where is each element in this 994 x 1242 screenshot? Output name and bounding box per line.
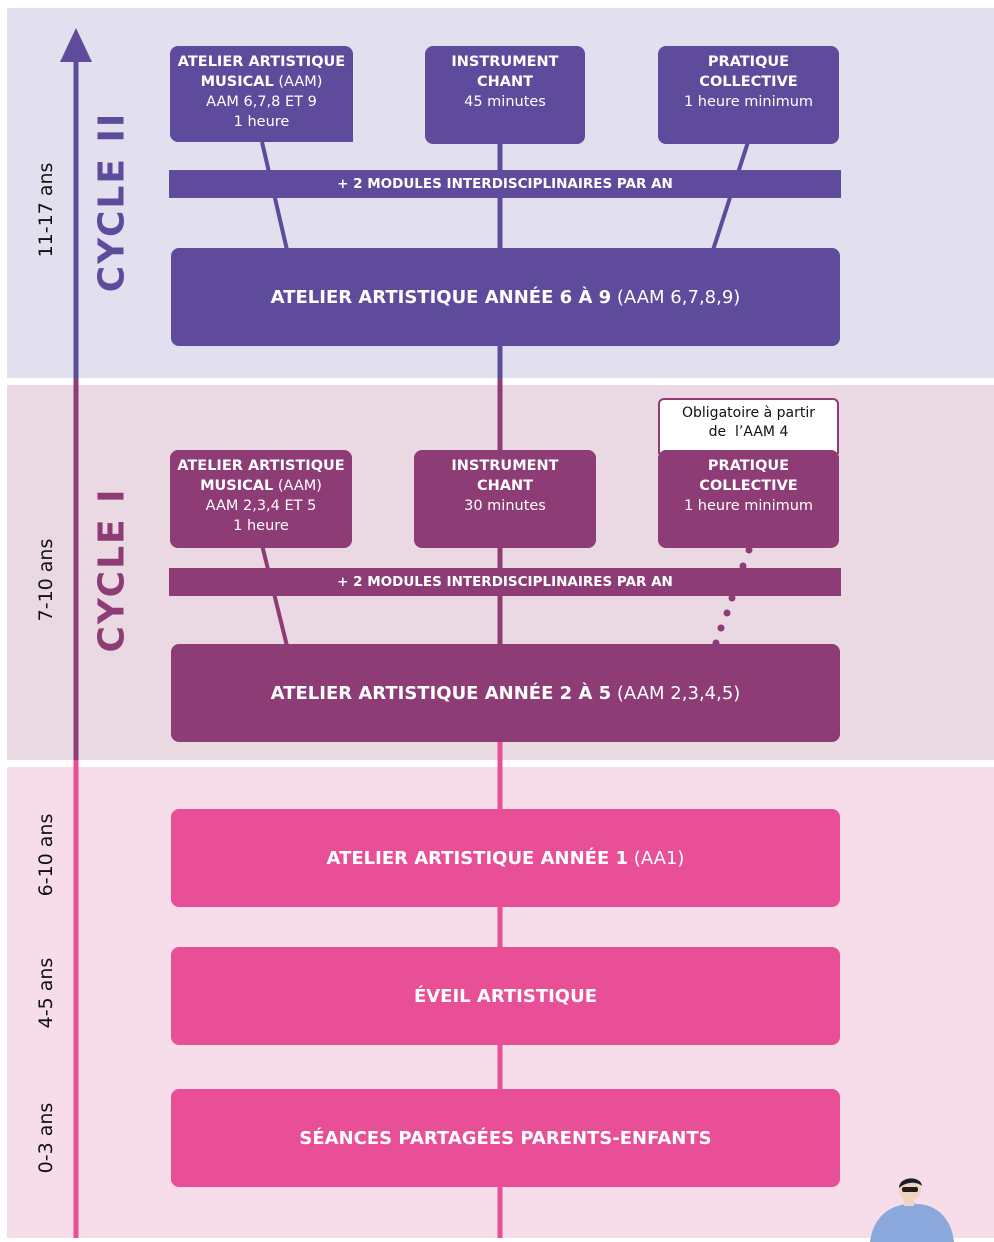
age-label-seances: 0-3 ans xyxy=(35,1102,57,1174)
cycle1-instrument-title1: INSTRUMENT xyxy=(451,458,559,474)
cycle2-pratique-title2: COLLECTIVE xyxy=(699,74,798,90)
cycle1-aam-box: ATELIER ARTISTIQUE MUSICAL (AAM) AAM 2,3… xyxy=(170,450,352,548)
cycle1-pratique-title1: PRATIQUE xyxy=(707,458,790,474)
cycle1-aam-title2: MUSICAL xyxy=(200,478,274,494)
age-label-cycle2: 11-17 ans xyxy=(35,162,57,258)
dot-4 xyxy=(728,594,736,602)
cycle1-pratique-title2: COLLECTIVE xyxy=(699,478,798,494)
cycle2-aam-title2-suffix: (AAM) xyxy=(273,74,323,90)
cycle1-pratique-box: PRATIQUE COLLECTIVE 1 heure minimum xyxy=(658,450,839,548)
cycle1-instrument-title2: CHANT xyxy=(476,478,534,494)
cycle2-modules-strip: + 2 MODULES INTERDISCIPLINAIRES PAR AN xyxy=(169,170,841,198)
cycle1-modules-strip: + 2 MODULES INTERDISCIPLINAIRES PAR AN xyxy=(169,568,841,596)
cycle2-instrument-title1: INSTRUMENT xyxy=(451,54,559,70)
cycle2-main-title: ATELIER ARTISTIQUE ANNÉE 6 À 9 xyxy=(270,286,612,308)
character-neck xyxy=(904,1196,914,1206)
cycle1-aam-title2-suffix: (AAM) xyxy=(273,478,322,494)
aa1-suffix: (AA1) xyxy=(628,847,685,869)
aa1-title: ATELIER ARTISTIQUE ANNÉE 1 xyxy=(326,847,629,869)
cycle1-aam-years: AAM 2,3,4 ET 5 xyxy=(205,498,317,514)
age-label-cycle1: 7-10 ans xyxy=(35,538,57,622)
timeline-arrow-head xyxy=(60,28,92,62)
cycle1-main-box: ATELIER ARTISTIQUE ANNÉE 2 À 5 (AAM 2,3,… xyxy=(171,644,840,742)
cycle1-pratique-duration: 1 heure minimum xyxy=(683,498,814,514)
aa1-box: ATELIER ARTISTIQUE ANNÉE 1 (AA1) xyxy=(171,809,840,907)
character-hair xyxy=(899,1178,922,1188)
cycle2-aam-title2: MUSICAL xyxy=(200,74,274,90)
character-body xyxy=(870,1203,954,1242)
cycle2-instrument-box: INSTRUMENT CHANT 45 minutes xyxy=(425,46,585,144)
character-illustration xyxy=(870,1178,954,1242)
age-label-aa1: 6-10 ans xyxy=(35,813,57,897)
cycle1-aam-duration: 1 heure xyxy=(233,518,289,534)
dot-2 xyxy=(739,562,747,570)
character-glasses xyxy=(902,1187,918,1192)
cycle1-note-line2: de l’AAM 4 xyxy=(708,424,789,440)
cycle1-instrument-duration: 30 minutes xyxy=(464,498,546,514)
cycle1-main-suffix: (AAM 2,3,4,5) xyxy=(611,682,741,704)
age-label-eveil: 4-5 ans xyxy=(35,957,57,1029)
cycle2-instrument-title2: CHANT xyxy=(476,74,534,90)
cycle2-aam-duration: 1 heure xyxy=(233,114,290,130)
cycle2-main-suffix: (AAM 6,7,8,9) xyxy=(611,286,741,308)
cycle2-aam-box: ATELIER ARTISTIQUE MUSICAL (AAM) AAM 6,7… xyxy=(170,46,353,142)
cycle2-main-box: ATELIER ARTISTIQUE ANNÉE 6 À 9 (AAM 6,7,… xyxy=(171,248,840,346)
cycle1-obligation-note: Obligatoire à partir de l’AAM 4 xyxy=(658,398,839,454)
cycle1-instrument-box: INSTRUMENT CHANT 30 minutes xyxy=(414,450,596,548)
cycle2-pratique-duration: 1 heure minimum xyxy=(683,94,814,110)
cycle2-pratique-box: PRATIQUE COLLECTIVE 1 heure minimum xyxy=(658,46,839,144)
seances-box: SÉANCES PARTAGÉES PARENTS-ENFANTS xyxy=(171,1089,840,1187)
cycle1-note-line1: Obligatoire à partir xyxy=(682,405,815,421)
cycle1-label: CYCLE I xyxy=(91,487,133,653)
cycle2-aam-title1: ATELIER ARTISTIQUE xyxy=(177,54,346,70)
dot-6 xyxy=(717,624,725,632)
cycle1-aam-title1: ATELIER ARTISTIQUE xyxy=(177,458,345,474)
cycle1-main-title: ATELIER ARTISTIQUE ANNÉE 2 À 5 xyxy=(270,682,612,704)
cycle2-instrument-duration: 45 minutes xyxy=(464,94,546,110)
dot-5 xyxy=(723,609,731,617)
eveil-box: ÉVEIL ARTISTIQUE xyxy=(171,947,840,1045)
cycle2-label: CYCLE II xyxy=(91,111,133,293)
cycle2-pratique-title1: PRATIQUE xyxy=(707,54,790,70)
dot-1 xyxy=(745,546,753,554)
cycle2-aam-years: AAM 6,7,8 ET 9 xyxy=(206,94,317,110)
